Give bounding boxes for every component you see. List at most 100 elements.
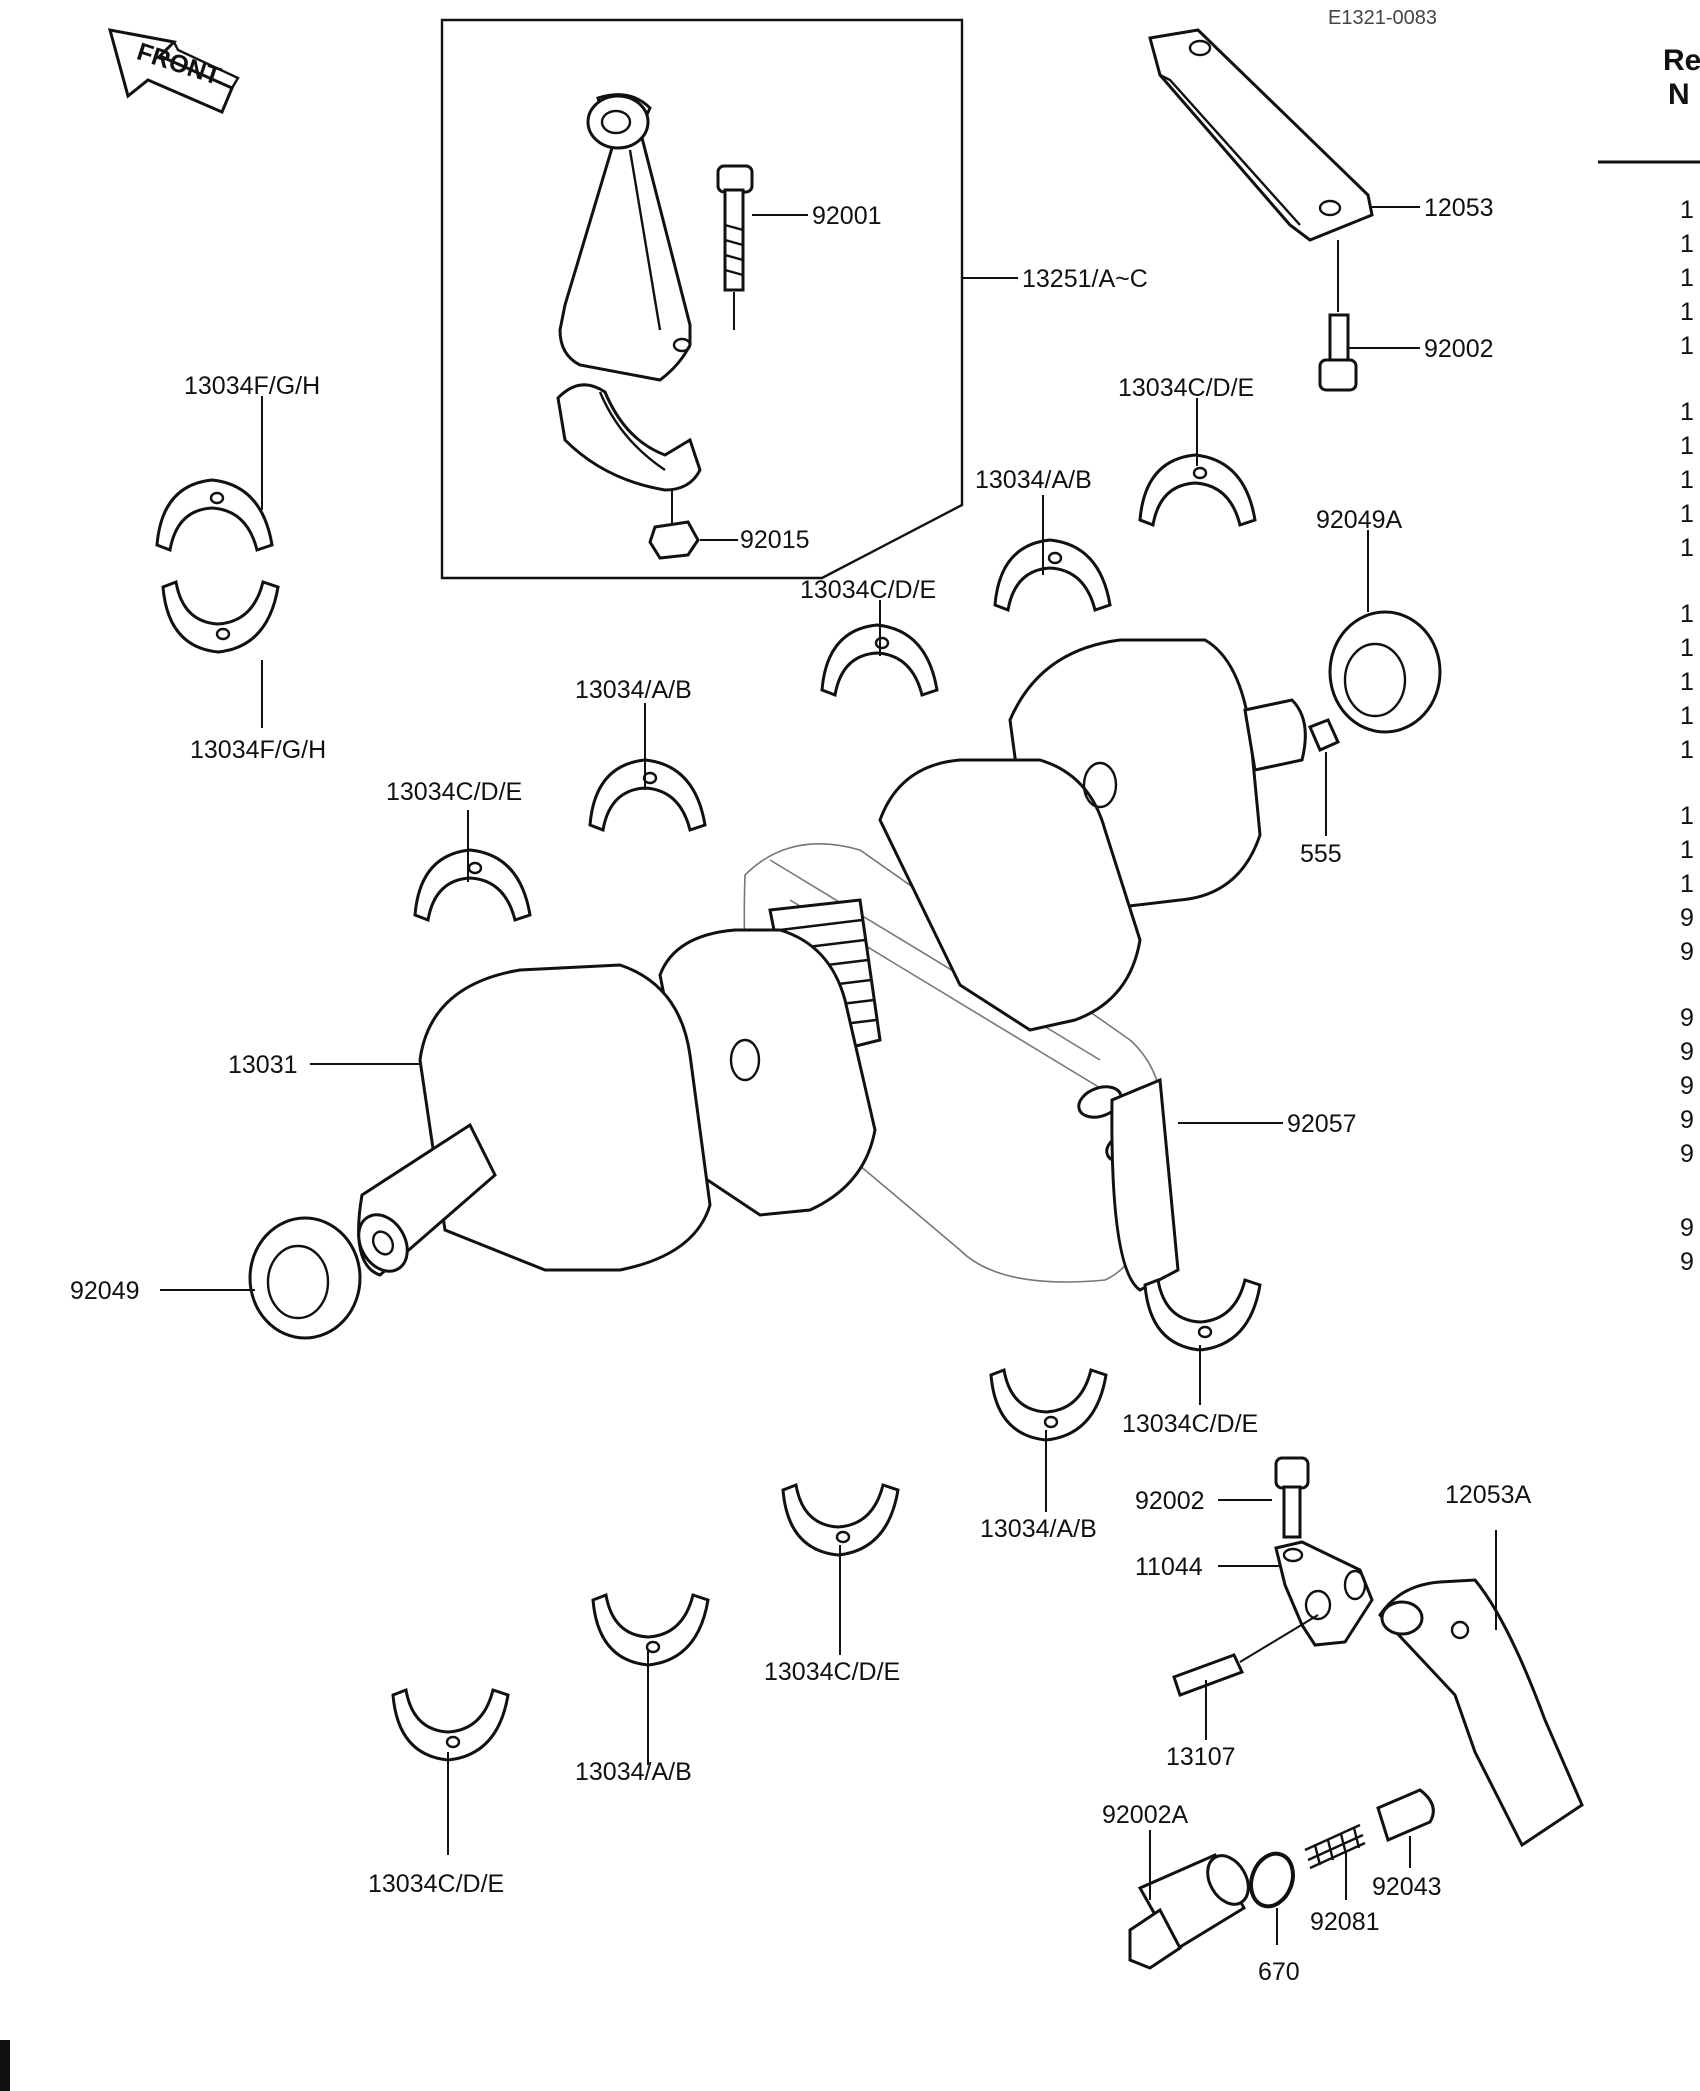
con-rod-bolt: [716, 164, 754, 292]
callout-92015: 92015: [740, 526, 810, 554]
callout-13107: 13107: [1166, 1743, 1236, 1771]
bearing-shell: [391, 1687, 510, 1762]
callout-92049a: 92049A: [1316, 506, 1403, 534]
crankshaft: [357, 638, 1307, 1283]
ref-number: 1: [1680, 702, 1694, 730]
ref-number: 1: [1680, 432, 1694, 460]
bearing-shell: [591, 1592, 710, 1667]
bearing-shell: [820, 623, 939, 698]
callout-92057: 92057: [1287, 1110, 1357, 1138]
callout-13034fgh-lower: 13034F/G/H: [190, 736, 326, 764]
ref-number: 1: [1680, 600, 1694, 628]
callout-13034cde-3: 13034C/D/E: [386, 778, 522, 806]
balancer-weight-upper: [1148, 28, 1374, 242]
callout-13251: 13251/A~C: [1022, 265, 1148, 293]
callout-13034ab-4: 13034/A/B: [575, 1758, 692, 1786]
oil-plug-bolt: [1128, 1853, 1250, 1970]
bracket-bolt: [1274, 1456, 1310, 1539]
bearing-shell: [989, 1367, 1108, 1442]
callout-13034ab-3: 13034/A/B: [980, 1515, 1097, 1543]
ref-number: 9: [1680, 1004, 1694, 1032]
bearing-shell: [588, 758, 707, 833]
callout-13034cde-5: 13034C/D/E: [764, 1658, 900, 1686]
ref-number: 9: [1680, 1072, 1694, 1100]
callout-92049: 92049: [70, 1277, 140, 1305]
bearing-shell: [413, 848, 532, 923]
ref-number: 1: [1680, 230, 1694, 258]
page-edge-mark: [0, 2040, 10, 2091]
ref-number: 9: [1680, 904, 1694, 932]
bearing-shell: [155, 478, 274, 553]
bearing-oil-hole: [1192, 466, 1208, 480]
oil-seal-left: [248, 1216, 362, 1340]
callout-92002-lower: 92002: [1135, 1487, 1205, 1515]
bearing-oil-hole: [874, 636, 890, 650]
upper-bolt: [1318, 313, 1358, 392]
spring-92081: [1304, 1823, 1366, 1870]
ref-number: 1: [1680, 668, 1694, 696]
bearing-oil-hole: [1043, 1415, 1059, 1429]
pin-13107: [1172, 1653, 1245, 1697]
ref-heading-1: Re: [1663, 44, 1700, 77]
callout-13034cde-2: 13034C/D/E: [800, 576, 936, 604]
callout-13034cde-4: 13034C/D/E: [1122, 1410, 1258, 1438]
ref-number: 1: [1680, 634, 1694, 662]
balancer-weight-lower: [1378, 1578, 1584, 1848]
bearing-shell: [1143, 1277, 1262, 1352]
callout-13034ab-2: 13034/A/B: [575, 676, 692, 704]
callout-11044: 11044: [1135, 1553, 1203, 1581]
ref-number: 9: [1680, 1140, 1694, 1168]
ref-number: 1: [1680, 500, 1694, 528]
ref-number: 1: [1680, 332, 1694, 360]
callout-12053a: 12053A: [1445, 1481, 1532, 1509]
ref-number: 1: [1680, 264, 1694, 292]
bearing-oil-hole: [215, 627, 231, 641]
front-arrow-icon: FRONT: [107, 28, 240, 114]
ref-number: 1: [1680, 802, 1694, 830]
callout-13031: 13031: [228, 1051, 298, 1079]
con-rod-cap: [556, 383, 702, 492]
ref-number: 9: [1680, 1248, 1694, 1276]
bearing-shell: [781, 1482, 900, 1557]
ref-number: 1: [1680, 836, 1694, 864]
bearing-shell: [993, 538, 1112, 613]
callout-13034fgh-upper: 13034F/G/H: [184, 372, 320, 400]
connecting-rod: [558, 93, 692, 382]
callout-670: 670: [1258, 1958, 1300, 1986]
oil-seal-right: [1328, 610, 1442, 734]
bearing-shell: [161, 579, 280, 654]
bearing-oil-hole: [645, 1640, 661, 1654]
ref-number: 1: [1680, 870, 1694, 898]
dowel-555: [1308, 718, 1340, 752]
bearing-shells: [155, 453, 1262, 1762]
ref-number: 9: [1680, 1214, 1694, 1242]
bearing-shell: [1138, 453, 1257, 528]
bearing-oil-hole: [209, 491, 225, 505]
callout-12053: 12053: [1424, 194, 1494, 222]
callout-92001: 92001: [812, 202, 882, 230]
o-ring-670: [1249, 1851, 1295, 1909]
con-rod-nut: [648, 520, 700, 560]
con-rod-assembly-box: [440, 18, 964, 580]
callout-555: 555: [1300, 840, 1342, 868]
drawing-code: E1321-0083: [1328, 7, 1437, 29]
ref-number: 1: [1680, 398, 1694, 426]
ref-number: 9: [1680, 1106, 1694, 1134]
ref-number: 9: [1680, 1038, 1694, 1066]
callout-13034ab-1: 13034/A/B: [975, 466, 1092, 494]
ref-number: 1: [1680, 298, 1694, 326]
ref-number: 1: [1680, 196, 1694, 224]
callout-13034cde-6: 13034C/D/E: [368, 1870, 504, 1898]
balancer-bracket: [1274, 1540, 1374, 1647]
callout-92002-upper: 92002: [1424, 335, 1494, 363]
callout-92002a: 92002A: [1102, 1801, 1189, 1829]
leader-lines: [160, 206, 1497, 1945]
ref-heading-2: N: [1668, 78, 1690, 111]
callout-92081: 92081: [1310, 1908, 1380, 1936]
callout-13034cde-1: 13034C/D/E: [1118, 374, 1254, 402]
callout-labels: 92001 13251/A~C 92015 12053 92002 13034F…: [70, 194, 1532, 1986]
ref-number: 1: [1680, 534, 1694, 562]
bearing-oil-hole: [1047, 551, 1063, 565]
